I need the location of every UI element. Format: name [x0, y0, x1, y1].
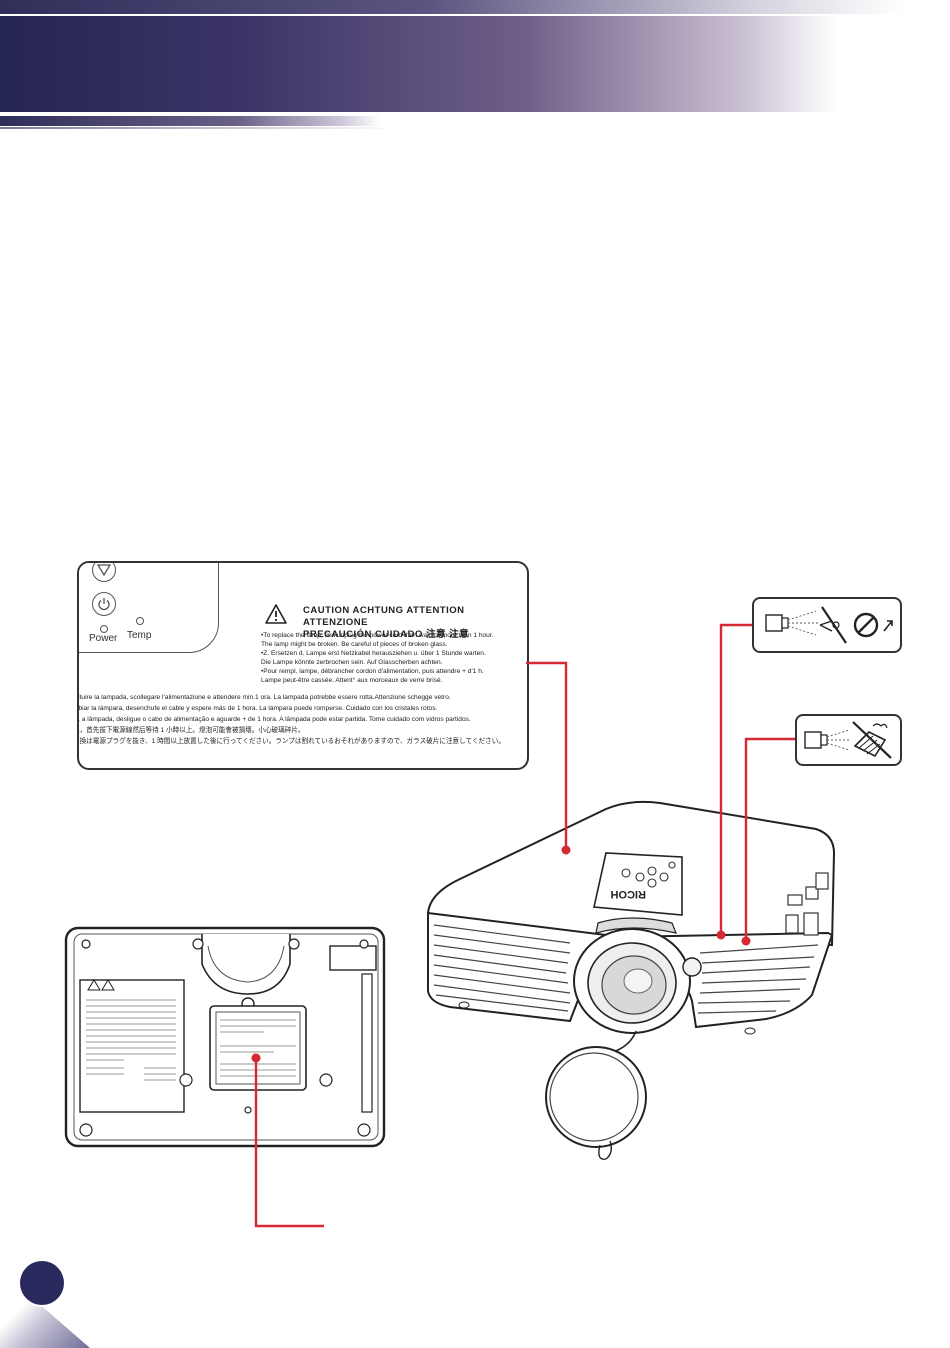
warning-line: •To replace the lamp, first unplug the p…	[261, 632, 494, 639]
page-number-badge	[20, 1261, 64, 1305]
warning-line: The lamp might be broken. Be careful of …	[261, 641, 448, 648]
callout-line-lens-warning	[719, 623, 752, 933]
warning-wide-line: 換，首先拔下電源線然后等待 1 小時以上。燈泡可能會被損壞。小心破璃碎片。	[77, 727, 305, 734]
warning-triangle-icon	[265, 604, 287, 624]
warning-heading-line1: CAUTION ACHTUNG ATTENTION ATTENZIONE	[303, 605, 465, 628]
lens-beam-icon	[765, 610, 818, 636]
warning-heading: CAUTION ACHTUNG ATTENTION ATTENZIONE PRE…	[303, 605, 527, 641]
warning-line: •Z. Ersetzen d. Lampe erst Netzkabel her…	[261, 650, 486, 657]
header-top-stripe	[0, 0, 950, 14]
warning-wide-line: stituire la lampada, scollegare l'alimen…	[77, 694, 451, 701]
lamp-warning-label: amp Power Temp CAUTION ACHTUNG ATTENTION…	[77, 561, 529, 770]
prohibited-icon	[853, 612, 893, 638]
crossed-hand-icon	[852, 721, 892, 759]
temp-led-icon	[136, 617, 144, 625]
warning-line: •Pour rempl. lampe, débrancher cordon d'…	[261, 668, 484, 675]
header-sub-line	[0, 127, 400, 129]
projector-illustration: RICOH	[427, 800, 836, 1160]
callout-dot	[741, 936, 751, 946]
projector-brand-text: RICOH	[611, 888, 647, 900]
down-triangle-icon	[92, 563, 116, 582]
callout-line-lamp-label	[526, 661, 568, 848]
warning-wide-line: st. a lâmpada, desligue o cabo de alimen…	[77, 716, 471, 723]
callout-dot	[716, 930, 726, 940]
warning-heading-line2: PRECAUCIÓN CUIDADO 注意 注意	[303, 629, 470, 640]
warning-wide-line: mbiar la lámpara, desenchufe el cable y …	[77, 705, 438, 712]
no-looking-into-lens-symbol	[752, 597, 902, 653]
callout-line-bottom-label	[254, 1059, 324, 1228]
callout-line-obstruct-warning	[744, 737, 795, 940]
header-sub-stripe	[0, 116, 950, 126]
lens-beam-icon	[804, 729, 851, 751]
led-label-lamp: amp	[79, 632, 80, 643]
header-band	[0, 16, 950, 112]
power-led-icon	[100, 625, 108, 633]
warning-text-block: •To replace the lamp, first unplug the p…	[261, 631, 521, 685]
projector-bottom-view	[64, 926, 386, 1148]
warning-line: Die Lampe könnte zerbrochen sein. Auf Gl…	[261, 659, 443, 666]
no-eye-icon	[819, 606, 847, 644]
led-label-power: Power	[89, 633, 118, 644]
callout-dot	[251, 1053, 261, 1063]
warning-line: Lampe peut-être cassée. Attent° aux morc…	[261, 677, 443, 684]
warning-wide-line: 交換は電源プラグを抜き、1 時間以上放置した後に行ってください。ランプは割れてい…	[77, 738, 505, 745]
callout-dot	[561, 845, 571, 855]
control-panel-detail: amp Power Temp	[79, 563, 219, 653]
no-obstruct-lens-symbol	[795, 714, 902, 766]
power-icon	[92, 592, 116, 616]
led-label-temp: Temp	[127, 630, 152, 641]
